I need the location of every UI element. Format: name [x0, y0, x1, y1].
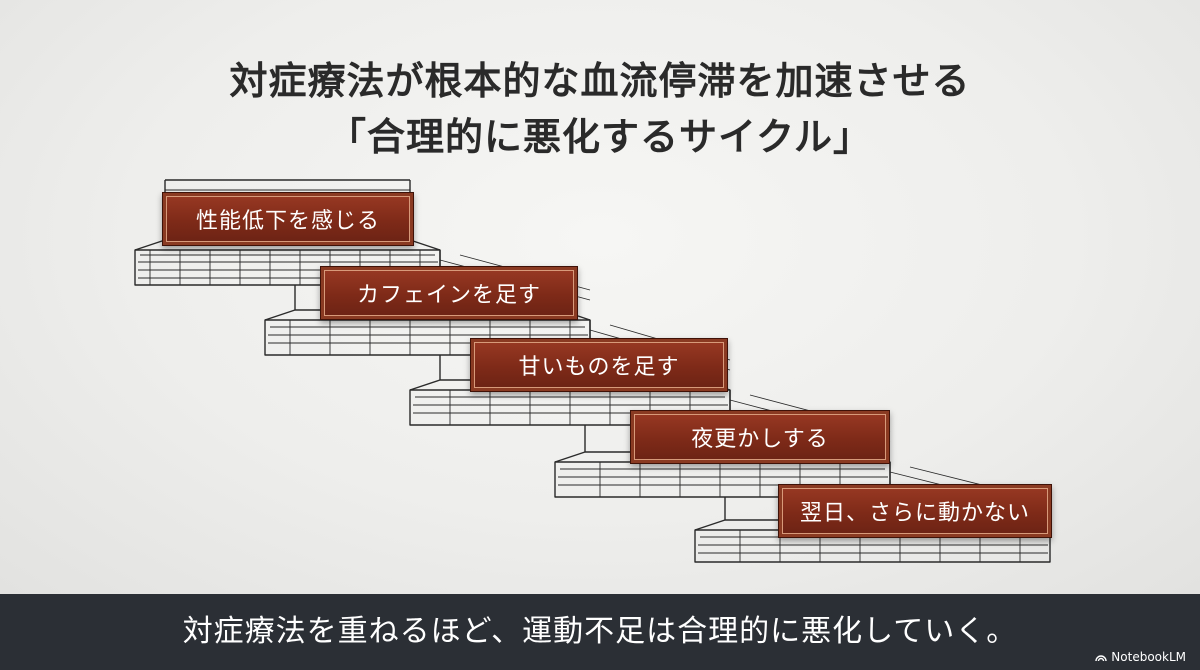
brand-watermark: NotebookLM — [1095, 650, 1186, 664]
step-label-4: 夜更かしする — [630, 410, 890, 464]
subtitle-caption: 対症療法を重ねるほど、運動不足は合理的に悪化していく。 — [182, 614, 1018, 649]
step-label-5: 翌日、さらに動かない — [778, 484, 1052, 538]
step-label-3: 甘いものを足す — [470, 338, 728, 392]
notebooklm-logo-icon — [1095, 655, 1107, 662]
step-label-1: 性能低下を感じる — [162, 192, 414, 246]
step-label-2: カフェインを足す — [320, 266, 578, 320]
slide-canvas: 対症療法が根本的な血流停滞を加速させる 「合理的に悪化するサイクル」 — [0, 0, 1200, 594]
title-line-1: 対症療法が根本的な血流停滞を加速させる — [229, 58, 971, 103]
brand-label: NotebookLM — [1111, 650, 1186, 664]
title-line-2: 「合理的に悪化するサイクル」 — [327, 114, 873, 159]
caption-bar — [0, 594, 1200, 670]
